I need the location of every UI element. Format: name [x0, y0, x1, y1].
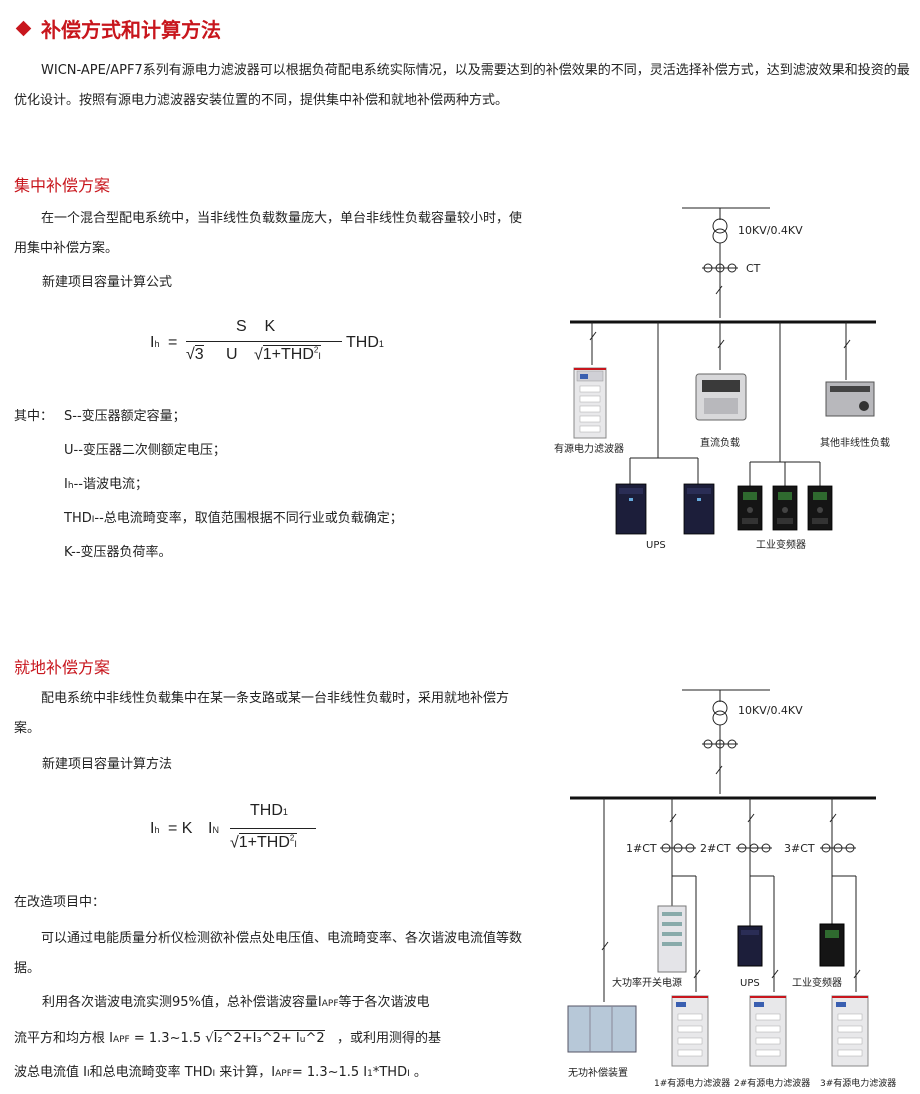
- label-ups: UPS: [646, 540, 666, 551]
- reactive-comp-icon: [567, 1005, 637, 1053]
- other-load-icon: [825, 381, 875, 417]
- vfd-icon: [807, 485, 833, 531]
- label-vfd: 工业变频器: [756, 538, 806, 551]
- label-reactive: 无功补偿装置: [568, 1066, 628, 1079]
- ups-icon: [615, 483, 647, 535]
- apf1-cabinet-icon: [671, 995, 709, 1067]
- intro-paragraph: WICN-APE/APF7系列有源电力滤波器可以根据负荷配电系统实际情况，以及需…: [14, 63, 910, 108]
- label-apf1: 1#有源电力滤波器: [654, 1077, 730, 1089]
- diamond-bullet-icon: [15, 20, 32, 37]
- apf3-cabinet-icon: [831, 995, 869, 1067]
- apf-cabinet-icon: [573, 367, 607, 439]
- transformer-label: 10KV/0.4KV: [738, 224, 803, 237]
- dc-load-icon: [695, 373, 747, 421]
- ct-icon: [702, 739, 738, 749]
- label-smps: 大功率开关电源: [612, 976, 682, 989]
- smps-icon: [657, 905, 687, 973]
- ct-label: CT: [746, 262, 761, 275]
- def-k: K--变压器负荷率。: [64, 545, 172, 560]
- ct-icon: [702, 263, 738, 273]
- ct1-label: 1#CT: [626, 842, 657, 855]
- ups-icon: [683, 483, 715, 535]
- retrofit-label: 在改造项目中：: [14, 895, 106, 910]
- ct3-icon: [820, 843, 856, 853]
- local-formula: Ih = K IN THD1 √1+THD2I: [150, 802, 350, 862]
- vfd-icon: [737, 485, 763, 531]
- label-other-load: 其他非线性负载: [820, 436, 890, 449]
- label-apf2: 2#有源电力滤波器: [734, 1077, 810, 1089]
- vfd-icon: [819, 923, 845, 967]
- def-s: S--变压器额定容量；: [64, 409, 186, 424]
- apf2-cabinet-icon: [749, 995, 787, 1067]
- label-ups: UPS: [740, 978, 760, 989]
- def-u: U--变压器二次侧额定电压；: [64, 443, 226, 458]
- ct1-icon: [660, 843, 696, 853]
- central-diagram: 10KV/0.4KV CT 有源电力滤波器 直流负载 其他非线性负载 UPS: [554, 207, 890, 551]
- retrofit-line-3: 波总电流值 II和总电流畸变率 THDI 来计算，IAPF= 1.3~1.5 I…: [14, 1065, 427, 1080]
- retrofit-line-1: 利用各次谐波电流实测95%值，总补偿谐波容量IAPF等于各次谐波电: [42, 995, 430, 1010]
- ups-icon: [737, 925, 763, 967]
- fraction-line: [186, 341, 342, 342]
- fraction-line: [230, 828, 316, 829]
- page-title: 补偿方式和计算方法: [41, 18, 221, 42]
- vfd-icon: [772, 485, 798, 531]
- central-formula: Ih = S K √3 U √1+THD2I THD1: [150, 318, 384, 364]
- label-dc-load: 直流负载: [700, 436, 740, 449]
- local-title: 就地补偿方案: [14, 658, 111, 677]
- transformer-label: 10KV/0.4KV: [738, 704, 803, 717]
- label-apf: 有源电力滤波器: [554, 442, 624, 455]
- central-desc: 在一个混合型配电系统中，当非线性负载数量庞大，单台非线性负载容量较小时，使用集中…: [14, 211, 523, 256]
- ct2-icon: [736, 843, 772, 853]
- transformer-icon: [712, 700, 728, 716]
- local-desc: 配电系统中非线性负载集中在某一条支路或某一台非线性负载时，采用就地补偿方案。: [14, 691, 510, 736]
- label-apf3: 3#有源电力滤波器: [820, 1077, 896, 1089]
- retrofit-desc: 可以通过电能质量分析仪检测欲补偿点处电压值、电流畸变率、各次谐波电流值等数据。: [14, 931, 523, 976]
- section-heading: 补偿方式和计算方法: [14, 14, 221, 43]
- ct2-label: 2#CT: [700, 842, 731, 855]
- transformer-icon: [712, 218, 728, 234]
- def-thd: THDI--总电流畸变率，取值范围根据不同行业或负载确定；: [64, 511, 403, 526]
- local-diagram: 10KV/0.4KV 无功补偿装置 1#CT 大功率开关电源: [567, 689, 896, 1089]
- where-label: 其中：: [14, 409, 54, 424]
- label-vfd: 工业变频器: [792, 976, 842, 989]
- central-title: 集中补偿方案: [14, 176, 111, 195]
- def-ih: Ih--谐波电流；: [64, 477, 148, 492]
- central-formula-label: 新建项目容量计算公式: [42, 275, 173, 290]
- ct3-label: 3#CT: [784, 842, 815, 855]
- retrofit-line-2: 流平方和均方根 IAPF = 1.3~1.5 √I₂^2+I₃^2+ Iu^2 …: [14, 1030, 442, 1046]
- local-formula-label: 新建项目容量计算方法: [42, 757, 173, 772]
